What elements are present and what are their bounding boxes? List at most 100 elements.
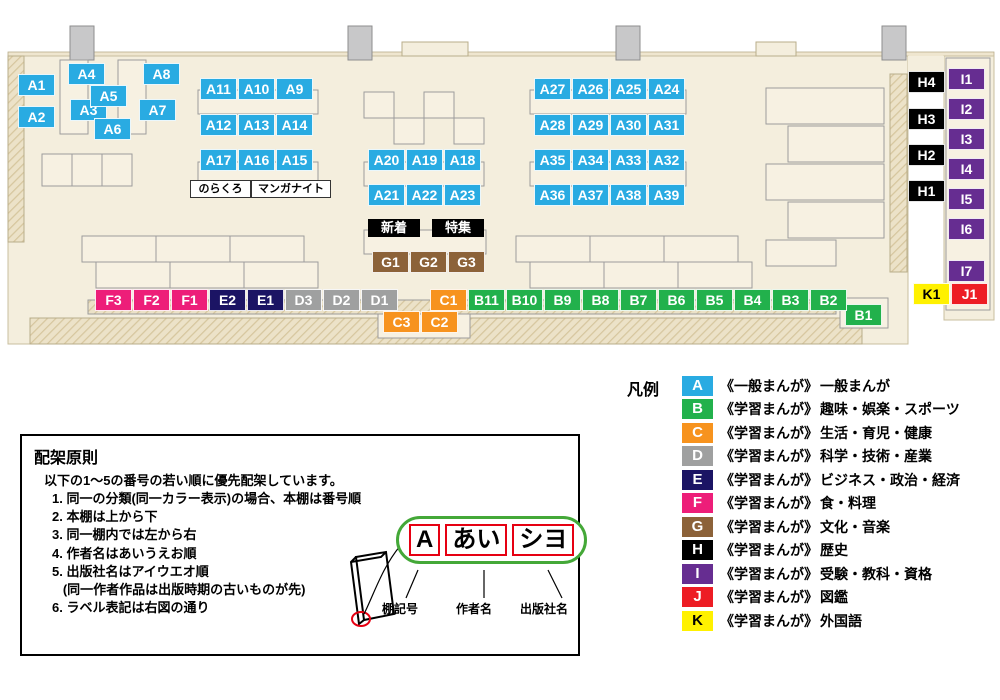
legend-key-badge: E (682, 469, 713, 490)
shelf-badge-a12: A12 (200, 114, 237, 136)
legend-row-d: D《学習まんが》科学・技術・産業 (682, 445, 995, 469)
shelf-badge-a14: A14 (276, 114, 313, 136)
shelf-badge-a35: A35 (534, 149, 571, 171)
shelf-badge-a38: A38 (610, 184, 647, 206)
shelf-badge-a27: A27 (534, 78, 571, 100)
shelf-badge-g1: G1 (372, 251, 409, 273)
legend-key-badge: F (682, 493, 713, 514)
shelf-badge-b11: B11 (468, 289, 505, 311)
legend-category-label: 食・料理 (820, 495, 876, 512)
shelf-badge-j1: J1 (951, 283, 988, 305)
legend-category-type: 《学習まんが》 (720, 401, 818, 418)
shelf-badge-a17: A17 (200, 149, 237, 171)
legend-category-type: 《学習まんが》 (720, 518, 818, 535)
legend-category-type: 《学習まんが》 (720, 542, 818, 559)
shelf-badge-b6: B6 (658, 289, 695, 311)
shelf-badge-c3: C3 (383, 311, 420, 333)
legend-row-f: F 《学習まんが》食・料理 (682, 492, 995, 516)
legend-row-b: B《学習まんが》趣味・娯楽・スポーツ (682, 398, 995, 422)
legend-category-label: 科学・技術・産業 (820, 448, 932, 465)
legend-key-badge: G (682, 516, 713, 537)
tag-author: あい (445, 524, 508, 556)
legend-key-badge: K (682, 610, 713, 631)
pillars (69, 25, 907, 61)
shelf-badge-a18: A18 (444, 149, 481, 171)
shelf-badge-a20: A20 (368, 149, 405, 171)
shelf-badge-a8: A8 (143, 63, 180, 85)
shelf-badge-a2: A2 (18, 106, 55, 128)
shelf-badge-d1: D1 (361, 289, 398, 311)
tag-publisher: シヨ (512, 524, 575, 556)
legend-category-label: ビジネス・政治・経済 (820, 471, 960, 488)
shelf-badge-b8: B8 (582, 289, 619, 311)
shelf-badge-i5: I5 (948, 188, 985, 210)
legend-row-j: J《学習まんが》図鑑 (682, 586, 995, 610)
shelf-badge-i3: I3 (948, 128, 985, 150)
shelf-badge-a29: A29 (572, 114, 609, 136)
legend-category-label: 文化・音楽 (820, 518, 890, 535)
shelf-badge-a34: A34 (572, 149, 609, 171)
shelf-badge-a26: A26 (572, 78, 609, 100)
shelf-badge-a21: A21 (368, 184, 405, 206)
shelf-badge-a31: A31 (648, 114, 685, 136)
caption-publisher: 出版社名 (520, 602, 569, 616)
shelf-badge-a28: A28 (534, 114, 571, 136)
legend-category-type: 《学習まんが》 (720, 589, 818, 606)
legend-row-a: A《一般まんが》一般まんが (682, 374, 995, 398)
shelf-badge-f2: F2 (133, 289, 170, 311)
shelf-badge-a25: A25 (610, 78, 647, 100)
legend-category-label: 歴史 (820, 542, 848, 559)
shelf-badge-k1: K1 (913, 283, 950, 305)
legend-row-g: G 《学習まんが》文化・音楽 (682, 515, 995, 539)
area-label-feature: 特集 (432, 219, 484, 237)
legend-category-label: 一般まんが (820, 377, 890, 394)
principle-item: (同一作者作品は出版時期の古いものが先) (52, 582, 306, 598)
shelf-badge-a22: A22 (406, 184, 443, 206)
principles-panel: 配架原則 以下の1〜5の番号の若い順に優先配架しています。 1. 同一の分類(同… (20, 434, 588, 656)
shelf-badge-a9: A9 (276, 78, 313, 100)
legend-row-c: C《学習まんが》生活・育児・健康 (682, 421, 995, 445)
legend-category-type: 《学習まんが》 (720, 495, 818, 512)
tag-shelf-code: A (409, 524, 441, 556)
shelf-badge-e1: E1 (247, 289, 284, 311)
shelf-badge-f3: F3 (95, 289, 132, 311)
legend-row-i: I《学習まんが》受験・教科・資格 (682, 562, 995, 586)
shelf-badge-a33: A33 (610, 149, 647, 171)
shelf-badge-f1: F1 (171, 289, 208, 311)
area-label-norakuro: のらくろ (190, 180, 251, 198)
caption-author: 作者名 (456, 602, 493, 616)
shelf-blocks (41, 57, 991, 339)
shelf-badge-a1: A1 (18, 74, 55, 96)
shelf-badge-a15: A15 (276, 149, 313, 171)
shelf-badge-d3: D3 (285, 289, 322, 311)
shelf-badge-a39: A39 (648, 184, 685, 206)
legend-category-type: 《学習まんが》 (720, 471, 818, 488)
principle-item: 4. 作者名はあいうえお順 (52, 545, 197, 561)
shelf-badge-a16: A16 (238, 149, 275, 171)
shelf-badge-a37: A37 (572, 184, 609, 206)
shelf-badge-h4: H4 (908, 71, 945, 93)
shelf-badge-a19: A19 (406, 149, 443, 171)
shelf-badge-i6: I6 (948, 218, 985, 240)
shelf-badge-h1: H1 (908, 180, 945, 202)
legend-row-h: H《学習まんが》歴史 (682, 539, 995, 563)
principles-title: 配架原則 (34, 450, 99, 467)
shelf-badge-a10: A10 (238, 78, 275, 100)
shelf-badge-b2: B2 (810, 289, 847, 311)
legend-category-type: 《学習まんが》 (720, 424, 818, 441)
shelf-badge-b7: B7 (620, 289, 657, 311)
shelf-badge-a32: A32 (648, 149, 685, 171)
legend-category-type: 《学習まんが》 (720, 612, 818, 629)
shelf-badge-b9: B9 (544, 289, 581, 311)
shelf-badge-a5: A5 (90, 85, 127, 107)
shelf-badge-b4: B4 (734, 289, 771, 311)
shelf-badge-g2: G2 (410, 251, 447, 273)
legend-title: 凡例 (627, 382, 660, 399)
legend-category-type: 《学習まんが》 (720, 448, 818, 465)
shelf-badge-h2: H2 (908, 144, 945, 166)
shelf-badge-h3: H3 (908, 108, 945, 130)
shelf-badge-a13: A13 (238, 114, 275, 136)
